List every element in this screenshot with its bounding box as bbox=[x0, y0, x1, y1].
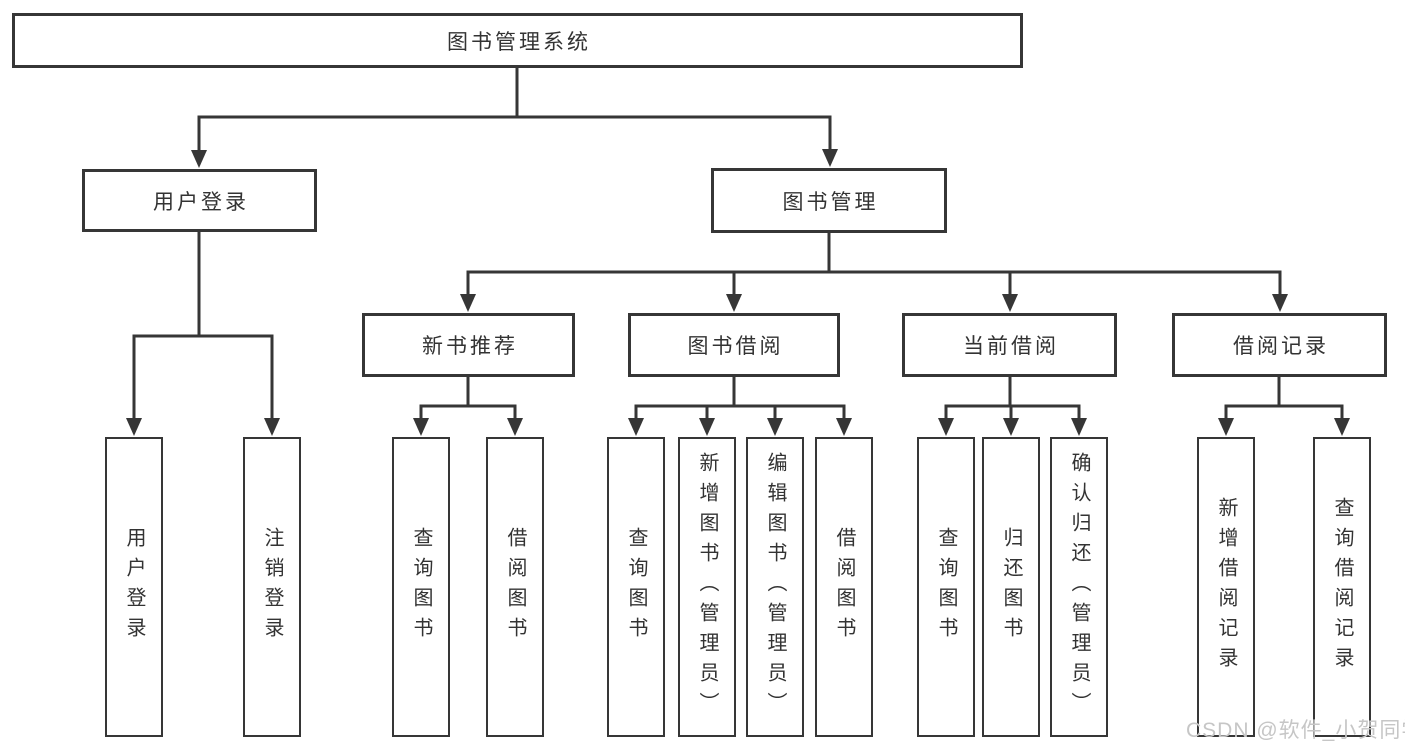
leaf-label: 新增图书（管理员） bbox=[696, 452, 718, 722]
arrowhead-icon bbox=[1003, 418, 1019, 436]
node-book-management: 图书管理 bbox=[711, 168, 947, 233]
arrowhead-icon bbox=[836, 418, 852, 436]
arrowhead-icon bbox=[1334, 418, 1350, 436]
connector-path bbox=[466, 231, 1282, 297]
leaf-user-login: 用户登录 bbox=[105, 437, 163, 737]
leaf-label: 新增借阅记录 bbox=[1215, 497, 1237, 677]
node-current-borrowing: 当前借阅 bbox=[902, 313, 1117, 377]
leaf-edit-book-admin: 编辑图书（管理员） bbox=[746, 437, 804, 737]
leaf-label: 归还图书 bbox=[1000, 527, 1022, 647]
leaf-query-books-recommend: 查询图书 bbox=[392, 437, 450, 737]
node-label: 借阅记录 bbox=[1233, 335, 1329, 358]
node-label: 新书推荐 bbox=[422, 335, 518, 358]
leaf-return-book: 归还图书 bbox=[982, 437, 1040, 737]
connector-path bbox=[634, 376, 846, 422]
csdn-watermark: CSDN @软件_小贺同学 bbox=[1186, 719, 1405, 742]
connector-path bbox=[197, 67, 832, 152]
arrowhead-icon bbox=[1272, 294, 1288, 312]
connector-path bbox=[132, 231, 274, 422]
node-new-book-recommend: 新书推荐 bbox=[362, 313, 575, 377]
arrowhead-icon bbox=[1071, 418, 1087, 436]
connector-path bbox=[419, 376, 517, 422]
arrowhead-icon bbox=[264, 418, 280, 436]
leaf-label: 查询图书 bbox=[410, 527, 432, 647]
arrowhead-icon bbox=[126, 418, 142, 436]
arrowhead-icon bbox=[938, 418, 954, 436]
node-user-login-branch: 用户登录 bbox=[82, 169, 317, 232]
arrowhead-icon bbox=[1218, 418, 1234, 436]
leaf-label: 借阅图书 bbox=[504, 527, 526, 647]
node-root: 图书管理系统 bbox=[12, 13, 1023, 68]
node-borrowing-records: 借阅记录 bbox=[1172, 313, 1387, 377]
leaf-label: 编辑图书（管理员） bbox=[764, 452, 786, 722]
node-label: 用户登录 bbox=[153, 190, 249, 214]
arrowhead-icon bbox=[767, 418, 783, 436]
leaf-query-borrow-record: 查询借阅记录 bbox=[1313, 437, 1371, 737]
leaf-label: 借阅图书 bbox=[833, 527, 855, 647]
leaf-label: 用户登录 bbox=[123, 527, 145, 647]
node-label: 图书管理 bbox=[782, 190, 879, 214]
node-book-borrowing: 图书借阅 bbox=[628, 313, 840, 377]
arrowhead-icon bbox=[460, 294, 476, 312]
arrowhead-icon bbox=[628, 418, 644, 436]
arrowhead-icon bbox=[191, 150, 207, 168]
leaf-label: 查询借阅记录 bbox=[1331, 497, 1353, 677]
arrowhead-icon bbox=[699, 418, 715, 436]
leaf-logout: 注销登录 bbox=[243, 437, 301, 737]
connector-path bbox=[944, 376, 1081, 422]
arrowhead-icon bbox=[1002, 294, 1018, 312]
leaf-label: 查询图书 bbox=[625, 527, 647, 647]
leaf-label: 确认归还（管理员） bbox=[1068, 452, 1090, 722]
arrowhead-icon bbox=[726, 294, 742, 312]
leaf-add-book-admin: 新增图书（管理员） bbox=[678, 437, 736, 737]
leaf-add-borrow-record: 新增借阅记录 bbox=[1197, 437, 1255, 737]
node-label: 当前借阅 bbox=[963, 335, 1059, 358]
leaf-query-books-borrow: 查询图书 bbox=[607, 437, 665, 737]
arrowhead-icon bbox=[413, 418, 429, 436]
leaf-confirm-return-admin: 确认归还（管理员） bbox=[1050, 437, 1108, 737]
connector-path bbox=[1224, 376, 1344, 422]
leaf-query-books-current: 查询图书 bbox=[917, 437, 975, 737]
node-label: 图书借阅 bbox=[687, 335, 784, 358]
arrowhead-icon bbox=[507, 418, 523, 436]
leaf-label: 查询图书 bbox=[935, 527, 957, 647]
arrowhead-icon bbox=[822, 149, 838, 167]
leaf-borrow-books-recommend: 借阅图书 bbox=[486, 437, 544, 737]
leaf-label: 注销登录 bbox=[261, 527, 283, 647]
node-root-label: 图书管理系统 bbox=[447, 30, 591, 54]
leaf-borrow-books: 借阅图书 bbox=[815, 437, 873, 737]
